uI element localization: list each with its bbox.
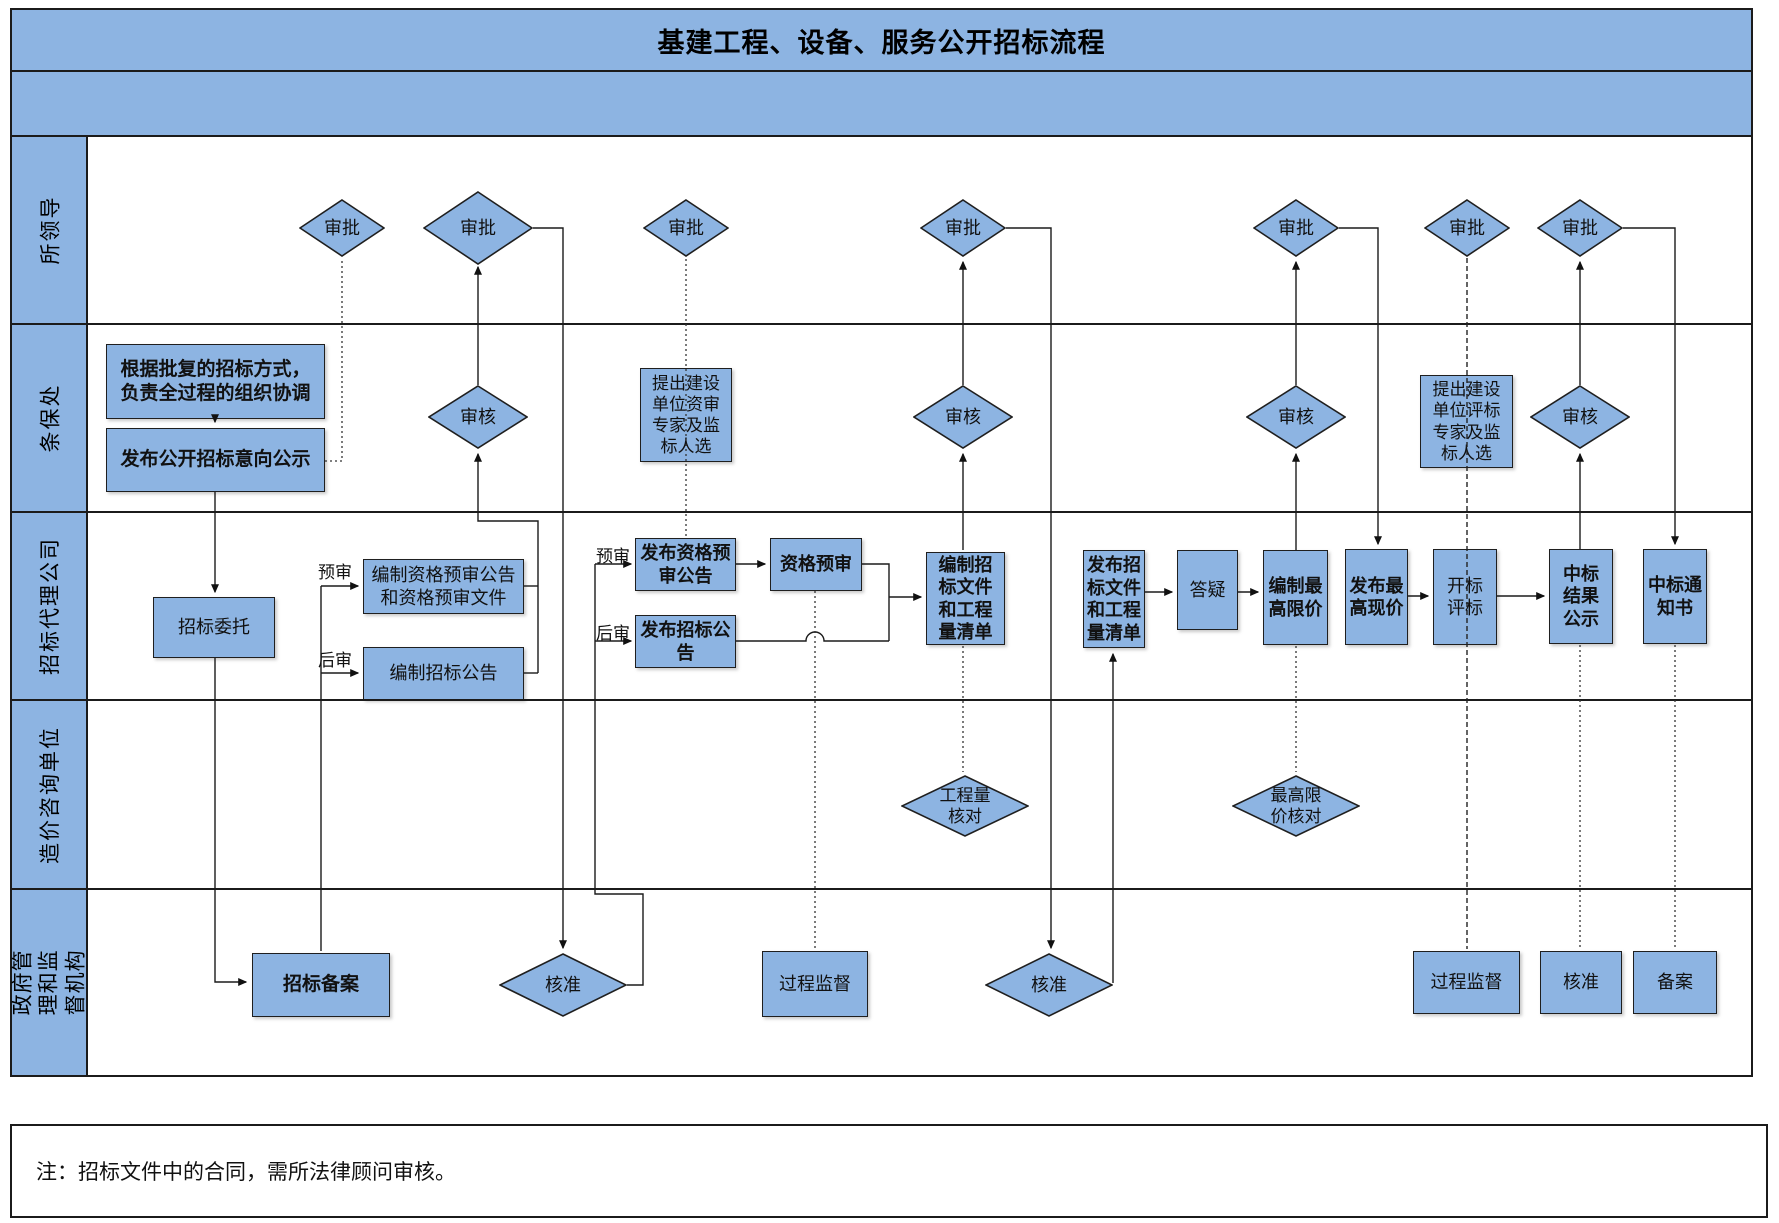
node-prepare-prequalification-docs: 编制资格预审公告和资格预审文件 — [363, 559, 524, 614]
chart-border — [10, 8, 1753, 1077]
divider — [10, 323, 1753, 325]
header-spacer-band — [12, 70, 1751, 135]
node-prepare-bid-docs: 编制招标文件和工程量清单 — [926, 552, 1005, 645]
node-approve-4: 审批 — [920, 199, 1006, 257]
lane-label-text: 所领导 — [38, 195, 62, 265]
node-publish-announcement: 发布招标公告 — [635, 615, 736, 668]
node-review-2: 审核 — [913, 385, 1013, 449]
lane-label-text: 造价咨询单位 — [38, 725, 62, 864]
node-entrust: 招标委托 — [153, 597, 275, 658]
lane-bidding-agency: 招标代理公司 — [12, 513, 88, 699]
node-approval-check-1: 核准 — [499, 953, 627, 1017]
title-bar: 基建工程、设备、服务公开招标流程 — [12, 10, 1751, 70]
branch-label-post-review-1: 后审 — [318, 651, 352, 670]
node-approve-6: 审批 — [1424, 199, 1510, 257]
lane-label-text: 招标代理公司 — [38, 537, 62, 675]
node-review-3: 审核 — [1246, 385, 1346, 449]
lane-label-text: 条保处 — [38, 383, 62, 453]
page-title: 基建工程、设备、服务公开招标流程 — [657, 27, 1106, 58]
lane-leadership: 所领导 — [12, 137, 88, 323]
node-boq-check: 工程量核对 — [901, 775, 1029, 837]
node-record-filing: 招标备案 — [252, 953, 390, 1017]
node-approve-7: 审批 — [1537, 199, 1623, 257]
branch-label-pre-review-2: 预审 — [596, 547, 630, 566]
divider — [10, 70, 1753, 72]
node-organize: 根据批复的招标方式，负责全过程的组织协调 — [106, 344, 325, 419]
divider — [10, 135, 1753, 137]
node-review-1: 审核 — [428, 385, 528, 449]
node-approve-3: 审批 — [643, 199, 729, 257]
node-publish-prequalification: 发布资格预审公告 — [635, 538, 736, 591]
divider — [10, 511, 1753, 513]
node-publish-max-price: 发布最高现价 — [1345, 549, 1408, 645]
node-propose-evaluation-experts: 提出建设单位评标专家及监标人选 — [1420, 375, 1513, 468]
divider — [10, 888, 1753, 890]
node-review-4: 审核 — [1530, 385, 1630, 449]
node-award-notice: 中标通知书 — [1643, 549, 1707, 644]
note-box: 注：招标文件中的合同，需所法律顾问审核。 — [10, 1124, 1768, 1218]
node-max-price-check: 最高限价核对 — [1232, 775, 1360, 837]
node-supervision-1: 过程监督 — [762, 951, 868, 1017]
node-filing: 备案 — [1633, 951, 1717, 1014]
lane-label-text: 政府管理和监督机构 — [10, 949, 88, 1016]
divider — [10, 699, 1753, 701]
node-prepare-announcement: 编制招标公告 — [363, 647, 524, 700]
lane-tiaobao-office: 条保处 — [12, 325, 88, 511]
node-open-evaluate: 开标评标 — [1433, 549, 1497, 645]
node-publish-bid-docs: 发布招标文件和工程量清单 — [1083, 550, 1145, 648]
node-propose-qualification-experts: 提出建设单位资审专家及监标人选 — [640, 368, 732, 462]
node-approval-check-2: 核准 — [985, 953, 1113, 1017]
lane-cost-consultant: 造价咨询单位 — [12, 701, 88, 888]
note-text: 注：招标文件中的合同，需所法律顾问审核。 — [36, 1160, 456, 1184]
node-approve-1: 审批 — [299, 199, 385, 257]
node-prequalification: 资格预审 — [770, 538, 862, 591]
node-supervision-2: 过程监督 — [1413, 951, 1520, 1014]
node-approve-2: 审批 — [423, 191, 533, 265]
branch-label-post-review-2: 后审 — [596, 624, 630, 643]
node-qa: 答疑 — [1177, 550, 1238, 630]
node-approval-check-3: 核准 — [1540, 951, 1622, 1014]
node-prepare-max-price: 编制最高限价 — [1263, 550, 1328, 645]
lane-government: 政府管理和监督机构 — [10, 890, 88, 1075]
node-approve-5: 审批 — [1253, 199, 1339, 257]
node-publish-intent: 发布公开招标意向公示 — [106, 428, 325, 492]
node-result-publicity: 中标结果公示 — [1549, 549, 1613, 644]
branch-label-pre-review-1: 预审 — [318, 563, 352, 582]
